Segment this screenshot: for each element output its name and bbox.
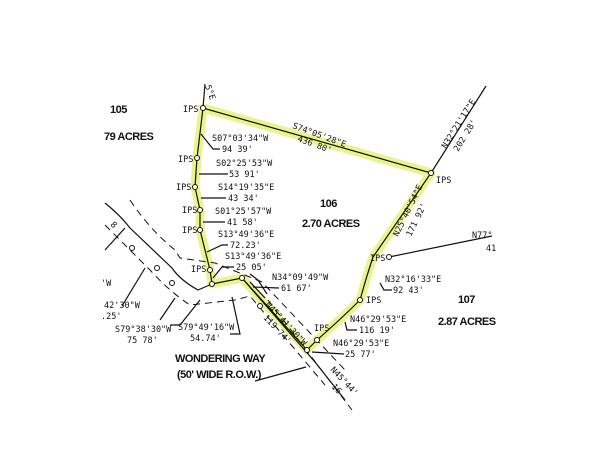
pin-label: IPS	[176, 183, 191, 193]
call-distance: 43 34'	[228, 194, 259, 204]
pin-label: IPS	[182, 226, 197, 236]
call-bearing: N46°29'53"E	[350, 315, 406, 325]
lot-106-number: 106	[320, 198, 337, 210]
call-bearing: S13°49'36"E	[225, 252, 281, 262]
lot-line	[159, 297, 176, 321]
call-distance: 25 05'	[236, 263, 267, 273]
iron-pins	[129, 105, 434, 353]
call-distance: 75 78'	[127, 336, 158, 346]
call-distance: 94 39'	[222, 145, 253, 155]
call-bearing: S79°38'30"W	[115, 325, 172, 335]
pin-label: IPS	[178, 155, 193, 165]
partial-label-left-distance: .25'	[101, 312, 121, 322]
lot-105-number: 105	[110, 104, 127, 116]
road-line	[104, 202, 213, 291]
partial-label-n45-bottom: N45°44'	[328, 365, 360, 398]
partial-label-n77: N77°	[472, 231, 492, 241]
partial-label-left-bearing: 42'30"W	[104, 301, 141, 311]
call-bearing: S14°19'35"E	[218, 183, 274, 193]
road-name: WONDERING WAY	[175, 353, 266, 365]
partial-label-left-lot: 8	[108, 220, 119, 231]
boundary-line-n77	[388, 235, 493, 258]
lot-line	[104, 227, 126, 251]
lot-107-number: 107	[458, 294, 475, 306]
pin-label: IPS	[314, 324, 329, 334]
call-bearing: N34°09'49"W	[272, 273, 329, 283]
partial-label-n77-distance: 41	[486, 244, 496, 254]
boundary-line-north	[202, 83, 206, 109]
call-distance: 92 43'	[393, 286, 424, 296]
call-bearing: N32°16'33"E	[385, 275, 441, 285]
boundary-line-n32	[430, 85, 487, 174]
call-bearing: S01°25'57"W	[215, 207, 272, 217]
call-bearing: S13°49'36"E	[218, 230, 274, 240]
call-distance: 41 58'	[227, 218, 258, 228]
partial-label-top: 5°E	[202, 84, 217, 102]
call-distance: 61 67'	[281, 284, 312, 294]
pin-label: IPS	[436, 176, 451, 186]
pin-label: IPS	[366, 296, 381, 306]
lot-106-acres: 2.70 ACRES	[302, 218, 360, 230]
lot-107-acres: 2.87 ACRES	[438, 316, 496, 328]
pin-label: IPS	[183, 105, 198, 115]
call-distance: 54.74'	[190, 334, 221, 344]
call-distance: 116 19'	[359, 326, 395, 336]
road-line	[249, 281, 266, 299]
call-bearing: S07°03'34"W	[212, 134, 269, 144]
partial-label-left-w: 'W	[101, 279, 112, 289]
pin-label: IPS	[191, 265, 206, 275]
call-distance: 53 91'	[229, 170, 260, 180]
call-bearing: S79°49'16"W	[178, 323, 235, 333]
road-width: (50' WIDE R.O.W.)	[177, 369, 262, 381]
call-bearing: N46°29'53"E	[333, 339, 389, 349]
call-distance: 72.23'	[230, 241, 261, 251]
call-bearing: S02°25'53"W	[216, 159, 273, 169]
road-edge-dashed	[129, 199, 346, 371]
call-distance: 25 77'	[345, 350, 376, 360]
leader-lines	[170, 133, 392, 382]
pin-label: IPS	[182, 206, 197, 216]
pin-label: IPS	[370, 254, 385, 264]
lot-105-acres: 79 ACRES	[104, 131, 154, 143]
lot-line	[121, 267, 146, 307]
